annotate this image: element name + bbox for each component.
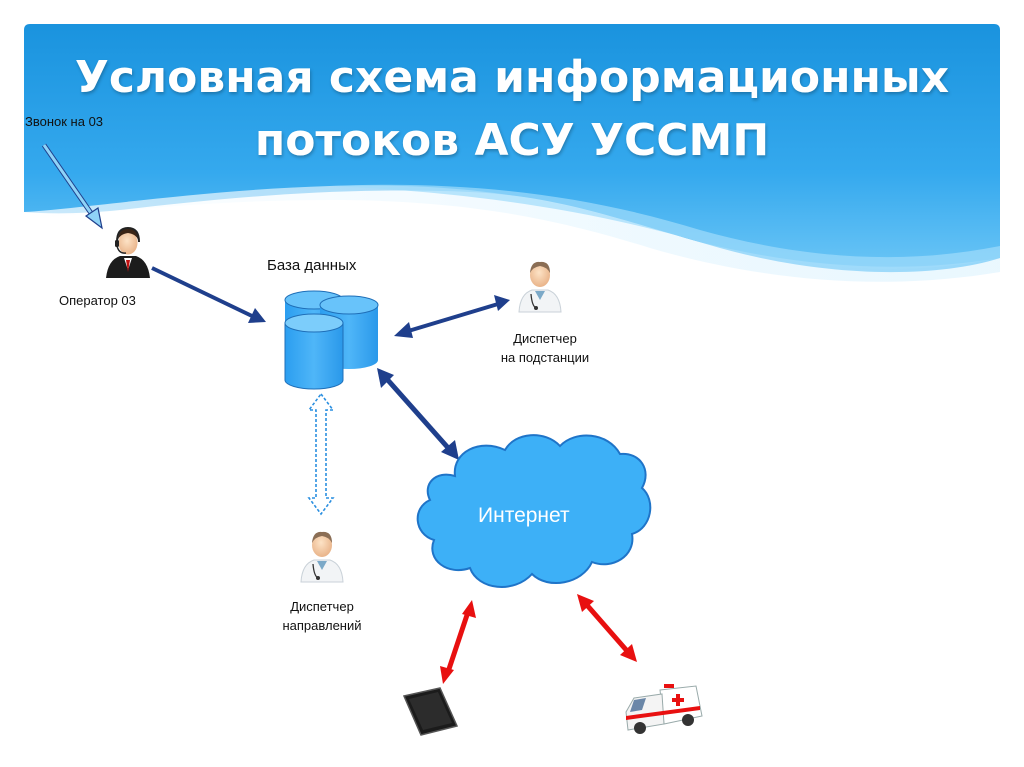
operator-label: Оператор 03 — [59, 293, 136, 308]
incoming-call-arrow — [41, 143, 103, 230]
directions-label-line-2: направлений — [282, 618, 362, 633]
database-directions-dashed-arrow — [307, 392, 335, 516]
cloud-icon — [416, 434, 652, 588]
slide-title: Условная схема информационных потоков АС… — [24, 46, 1000, 172]
substation-dispatcher-label: Диспетчер на подстанции — [480, 329, 610, 367]
database-label: База данных — [267, 257, 357, 274]
database-internet-arrow — [377, 368, 459, 460]
internet-ambulance-arrow — [577, 594, 637, 662]
tablet-icon — [402, 687, 459, 736]
call-label: Звонок на 03 — [25, 114, 104, 129]
directions-label-line-1: Диспетчер — [290, 599, 354, 614]
doctor-icon — [518, 261, 562, 313]
substation-label-line-2: на подстанции — [500, 350, 590, 365]
ambulance-icon — [625, 684, 703, 734]
directions-dispatcher-label: Диспетчер направлений — [262, 597, 382, 635]
header-band — [24, 24, 1000, 282]
title-line-1: Условная схема информационных — [74, 52, 950, 103]
substation-label-line-1: Диспетчер — [513, 331, 577, 346]
internet-label: Интернет — [478, 504, 570, 527]
internet-tablet-arrow — [440, 600, 476, 684]
database-substation-arrow — [394, 295, 510, 338]
operator-to-database-arrow — [151, 266, 266, 323]
title-line-2: потоков АСУ УССМП — [254, 115, 770, 166]
database-icon — [284, 290, 379, 390]
doctor-icon — [300, 531, 344, 583]
operator-headset-icon — [106, 226, 150, 278]
